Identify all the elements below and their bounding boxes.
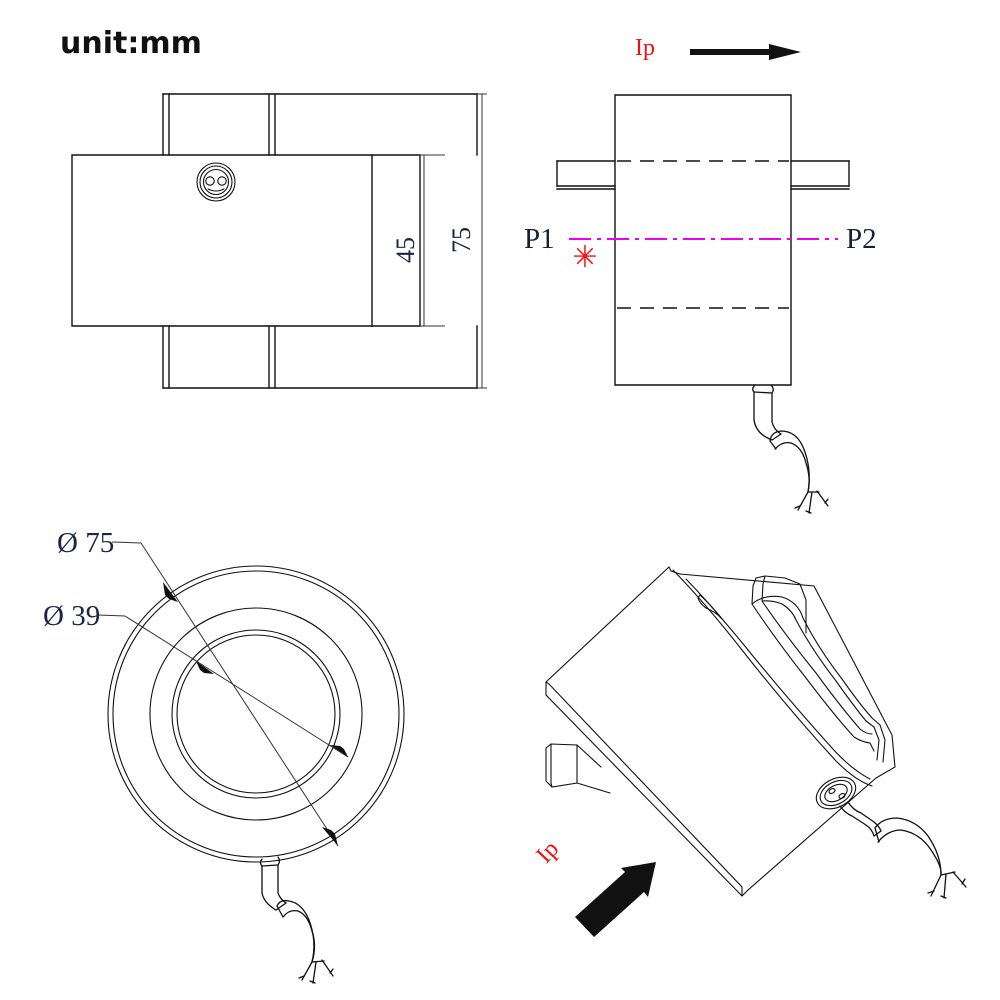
body-outline — [71, 154, 421, 327]
right-flange — [790, 160, 850, 190]
view-top-left: 45 75 — [71, 93, 487, 389]
diameter-39-leader — [97, 614, 349, 758]
side-body-outline — [614, 94, 792, 386]
cable-bottom-left — [259, 856, 334, 984]
iso-slot — [672, 569, 886, 787]
ip-label-top: Ip — [635, 35, 655, 61]
lower-mounting-tab — [162, 325, 478, 389]
iso-body — [545, 566, 896, 897]
hidden-edges — [617, 160, 789, 309]
ip-current-arrow-top — [690, 44, 801, 60]
two-pin-connector-icon — [196, 162, 236, 202]
p1-terminal-label: P1 — [524, 223, 555, 255]
diameter-39-label: Ø 39 — [43, 600, 100, 632]
view-bottom-left: Ø 75 Ø 39 — [43, 527, 405, 984]
ip-current-arrow-iso — [575, 862, 656, 937]
unit-label: unit:mm — [60, 26, 202, 61]
diameter-75-label: Ø 75 — [57, 527, 114, 559]
polarity-asterisk: ✳ — [572, 241, 597, 274]
view-top-right: Ip — [524, 35, 877, 514]
dimension-45-label: 45 — [391, 237, 420, 263]
p2-terminal-label: P2 — [846, 223, 877, 255]
upper-mounting-tab — [162, 93, 478, 156]
iso-mounting-tab — [545, 743, 611, 794]
concentric-circles — [107, 565, 405, 863]
view-bottom-right: Ip — [532, 566, 967, 937]
dimension-45: 45 — [391, 154, 445, 327]
ip-label-iso: Ip — [532, 836, 565, 868]
iso-connector-icon — [815, 776, 857, 810]
left-flange — [556, 160, 616, 190]
dimension-75: 75 — [447, 93, 487, 389]
cable-top-right — [752, 384, 829, 514]
dimension-75-label: 75 — [447, 227, 476, 253]
cable-bottom-right — [839, 801, 967, 899]
diameter-75-leader — [111, 541, 339, 847]
